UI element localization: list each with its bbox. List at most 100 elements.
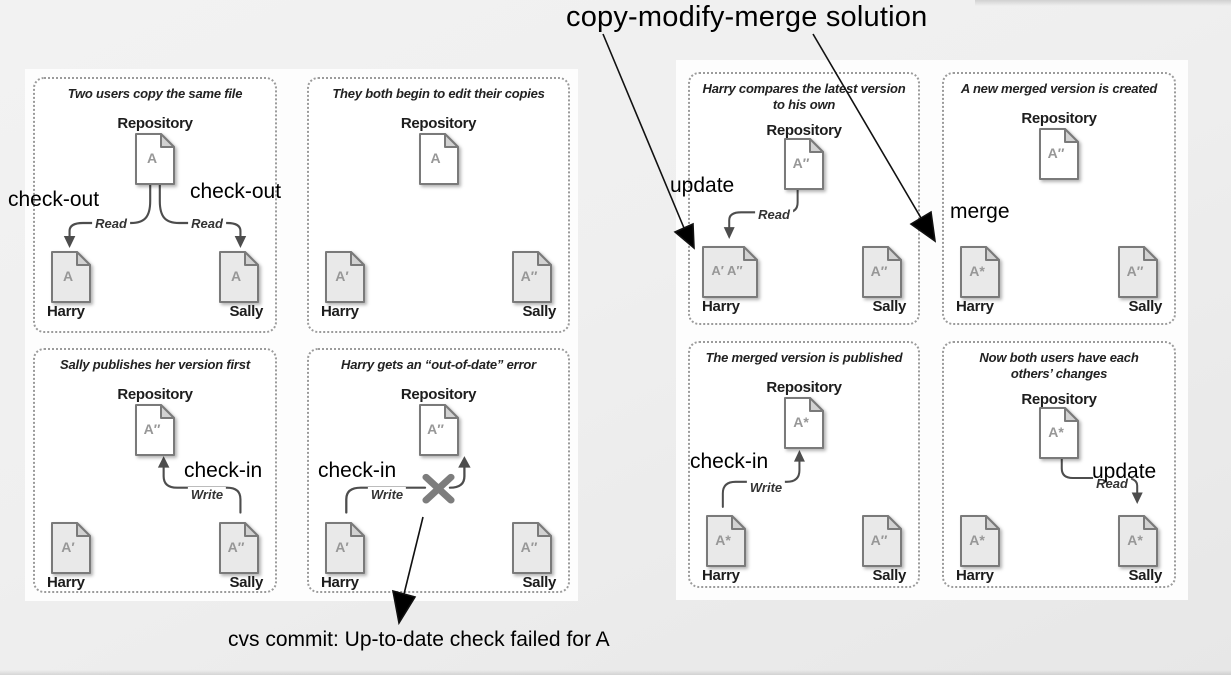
document-icon <box>1039 407 1079 459</box>
label-check-out-left: check-out <box>8 188 100 211</box>
panel-title: Two users copy the same file <box>67 86 243 101</box>
sally-document: A″ <box>219 522 259 574</box>
document-icon <box>51 251 91 303</box>
arrow-line-to-update <box>602 33 685 229</box>
window-edge-shadow-bottom <box>0 670 1231 675</box>
window-edge-shadow-top <box>975 0 1231 6</box>
document-label: A* <box>1127 532 1143 548</box>
sally-name-label: Sally <box>522 303 556 320</box>
repository-document: A″ <box>1039 128 1079 180</box>
read-label: Read <box>92 216 130 231</box>
document-label: A′ <box>61 539 75 555</box>
panel-arrows <box>345 456 471 514</box>
arrowhead-icon <box>234 236 247 248</box>
arrowhead-icon <box>63 236 76 248</box>
document-label: A* <box>793 414 809 430</box>
document-icon <box>512 251 552 303</box>
harry-document: A′ <box>51 522 91 574</box>
arrowhead-icon <box>793 450 805 462</box>
sally-name-label: Sally <box>1128 567 1162 584</box>
document-label: A″ <box>427 421 444 437</box>
document-icon <box>960 515 1000 567</box>
document-icon <box>1118 515 1158 567</box>
sally-document: A″ <box>1118 246 1158 298</box>
label-update-sally: update <box>1092 460 1157 483</box>
harry-name-label: Harry <box>702 298 740 315</box>
repository-document: A″ <box>784 138 824 190</box>
arrowhead-icon <box>1131 492 1143 505</box>
document-icon <box>960 246 1000 298</box>
document-icon <box>702 246 758 298</box>
panel-title: Harry gets an “out-of-date” error <box>341 357 536 372</box>
harry-name-label: Harry <box>321 574 359 591</box>
harry-name-label: Harry <box>956 567 994 584</box>
document-label: A* <box>1048 424 1064 440</box>
read-label: Read <box>755 207 793 222</box>
harry-document: A′ <box>325 251 365 303</box>
arrowhead-icon <box>458 456 471 468</box>
label-update-harry: update <box>670 174 735 197</box>
arrowhead-icon <box>157 456 170 468</box>
document-label: A′ <box>335 268 349 284</box>
document-icon <box>135 133 175 185</box>
harry-document: A* <box>960 246 1000 298</box>
sally-name-label: Sally <box>229 303 263 320</box>
panel-title: The merged version is published <box>705 350 903 365</box>
page-title: copy-modify-merge solution <box>566 1 928 33</box>
sally-document: A* <box>1118 515 1158 567</box>
read-label: Read <box>188 216 226 231</box>
document-icon <box>219 251 259 303</box>
sally-document: A″ <box>512 522 552 574</box>
write-label: Write <box>746 480 786 495</box>
repository-label: Repository <box>766 122 842 139</box>
document-label: A″ <box>520 539 538 555</box>
repository-document: A″ <box>418 404 459 456</box>
panel-title: A new merged version is created <box>960 81 1158 96</box>
write-label: Write <box>367 487 407 502</box>
repository-label: Repository <box>766 379 842 396</box>
document-label: A* <box>715 532 731 548</box>
sally-name-label: Sally <box>872 567 906 584</box>
label-merge: merge <box>950 200 1010 223</box>
document-icon <box>706 515 746 567</box>
document-icon <box>862 515 902 567</box>
harry-name-label: Harry <box>47 303 85 320</box>
write-label: Write <box>187 487 227 502</box>
repository-document: A* <box>784 397 824 449</box>
repository-label: Repository <box>400 386 477 403</box>
sally-name-label: Sally <box>229 574 263 591</box>
document-label: A″ <box>870 532 888 548</box>
harry-document: A′ <box>325 522 365 574</box>
sally-name-label: Sally <box>1128 298 1162 315</box>
document-icon <box>1039 128 1079 180</box>
document-icon <box>51 522 91 574</box>
read-label: Read <box>1093 476 1131 491</box>
document-label: A′ <box>335 539 349 555</box>
harry-document: A* <box>960 515 1000 567</box>
document-icon <box>1118 246 1158 298</box>
sally-name-label: Sally <box>872 298 906 315</box>
document-icon <box>325 251 365 303</box>
harry-name-label: Harry <box>956 298 994 315</box>
label-check-in-sally: check-in <box>184 459 263 482</box>
document-label: A* <box>969 263 985 279</box>
document-label: A″ <box>870 263 888 279</box>
document-label: A <box>430 150 441 166</box>
repository-label: Repository <box>1021 391 1097 408</box>
document-icon <box>418 133 459 185</box>
blocked-x-icon <box>422 473 455 504</box>
repository-label: Repository <box>117 115 193 132</box>
repository-document: A <box>418 133 459 185</box>
document-label: A″ <box>143 421 161 437</box>
arrowhead-icon <box>723 227 735 240</box>
document-label: A <box>62 268 74 284</box>
document-icon <box>135 404 175 456</box>
